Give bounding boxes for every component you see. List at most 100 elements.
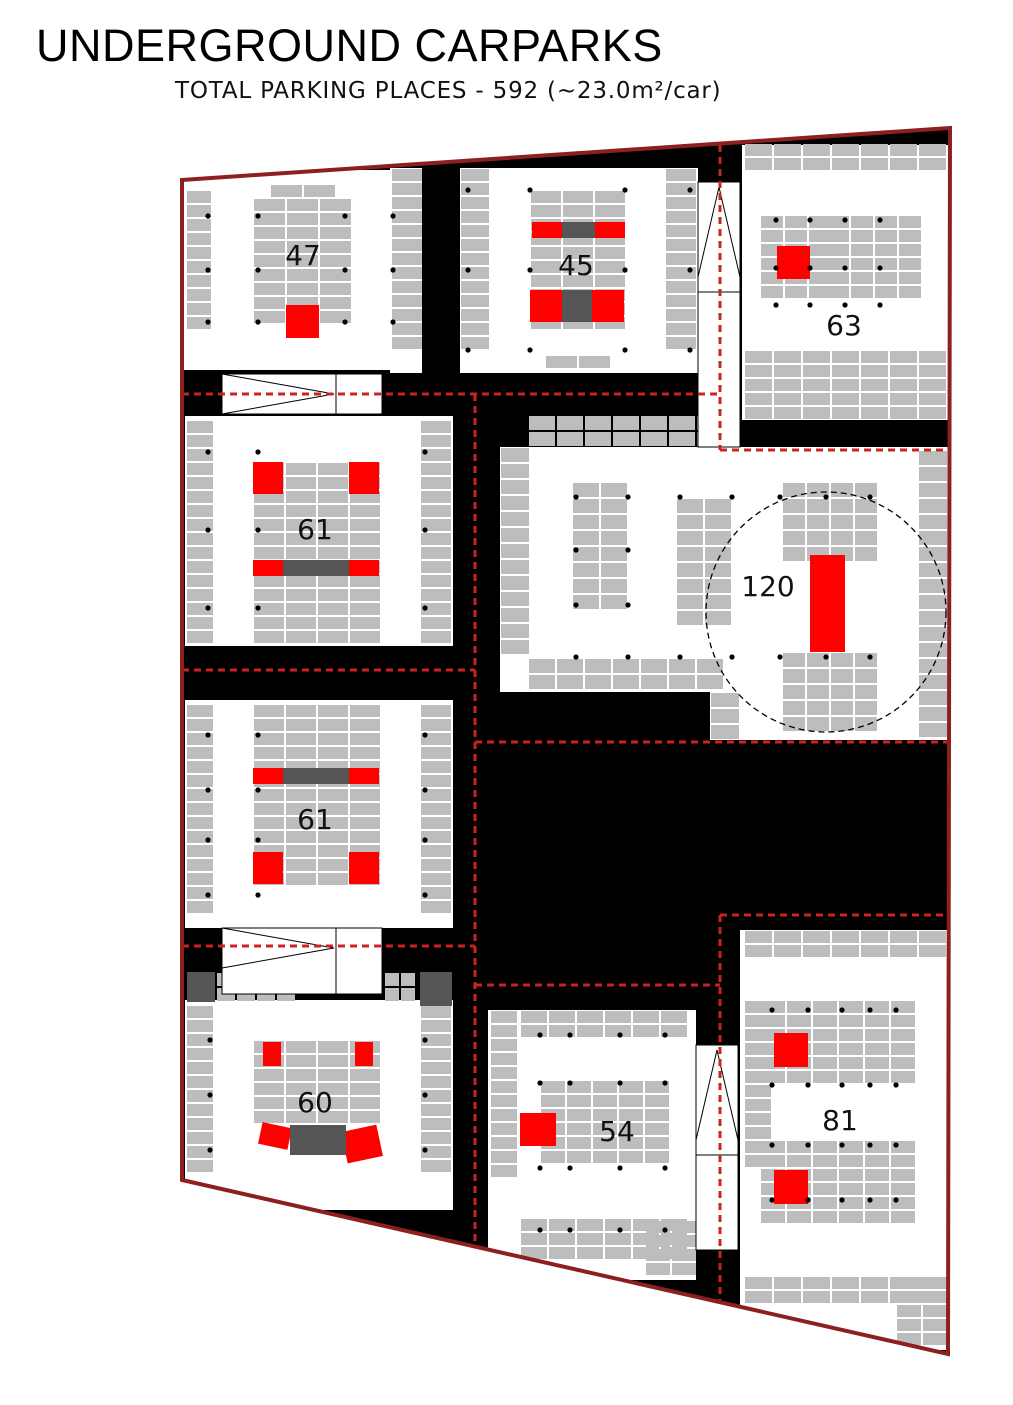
- parking-bay: [187, 1034, 213, 1046]
- parking-bay: [521, 1233, 547, 1245]
- parking-bay: [187, 533, 213, 545]
- parking-bay: [861, 365, 888, 377]
- parking-bay: [783, 547, 805, 561]
- parking-bay: [392, 309, 422, 321]
- parking-bay: [254, 817, 284, 829]
- column: [677, 654, 683, 660]
- parking-bay: [577, 1247, 603, 1259]
- core-dark: [187, 972, 215, 1002]
- parking-bay: [286, 1055, 316, 1067]
- parking-bay: [286, 803, 316, 815]
- parking-bay: [350, 817, 380, 829]
- parking-bay: [832, 393, 859, 405]
- column: [205, 605, 211, 611]
- parking-bay: [392, 253, 422, 265]
- parking-bay: [865, 1015, 889, 1027]
- parking-bay: [320, 199, 351, 211]
- parking-bay: [318, 1083, 348, 1095]
- parking-bay: [187, 617, 213, 629]
- parking-bay: [774, 379, 801, 391]
- parking-bay: [919, 659, 947, 673]
- parking-bay: [705, 579, 731, 593]
- parking-bay: [254, 631, 284, 643]
- parking-bay: [501, 624, 529, 638]
- parking-bay: [187, 589, 213, 601]
- column: [625, 494, 631, 500]
- parking-bay: [286, 845, 316, 857]
- parking-bay: [861, 1277, 888, 1289]
- parking-bay: [187, 761, 213, 773]
- carpark-capacity-d: 61: [297, 513, 333, 546]
- parking-bay: [286, 789, 316, 801]
- column: [422, 732, 428, 738]
- parking-bay: [677, 531, 703, 545]
- parking-bay: [705, 515, 731, 529]
- parking-bay: [705, 611, 731, 625]
- parking-bay: [573, 563, 599, 577]
- parking-bay: [890, 351, 917, 363]
- parking-bay: [254, 241, 285, 253]
- parking-bay: [745, 1085, 771, 1097]
- parking-bay: [891, 1029, 915, 1041]
- parking-bay: [385, 988, 399, 1001]
- column: [205, 892, 211, 898]
- parking-bay: [919, 643, 947, 657]
- parking-bay: [187, 1006, 213, 1018]
- parking-bay: [320, 241, 351, 253]
- parking-bay: [832, 1277, 859, 1289]
- parking-bay: [890, 931, 917, 943]
- parking-bay: [286, 603, 316, 615]
- parking-bay: [501, 480, 529, 494]
- parking-bay: [832, 365, 859, 377]
- parking-bay: [851, 286, 873, 298]
- parking-bay: [919, 531, 947, 545]
- parking-bay: [861, 931, 888, 943]
- column: [617, 1032, 623, 1038]
- parking-bay: [421, 761, 451, 773]
- parking-bay: [865, 1155, 889, 1167]
- parking-bay: [421, 1076, 451, 1088]
- parking-bay: [711, 725, 739, 739]
- parking-bay: [385, 973, 399, 986]
- parking-bay: [320, 283, 351, 295]
- parking-bay: [350, 831, 380, 843]
- column: [567, 1080, 573, 1086]
- parking-bay: [813, 1141, 837, 1153]
- parking-bay: [855, 701, 877, 715]
- parking-bay: [601, 515, 627, 529]
- parking-bay: [254, 733, 284, 745]
- parking-bay: [187, 631, 213, 643]
- column: [205, 267, 211, 273]
- parking-bay: [899, 230, 921, 242]
- parking-bay: [855, 669, 877, 683]
- parking-bay: [919, 627, 947, 641]
- parking-bay: [573, 595, 599, 609]
- parking-bay: [839, 1183, 863, 1195]
- parking-bay: [563, 261, 593, 273]
- parking-bay: [318, 705, 348, 717]
- parking-bay: [318, 1055, 348, 1067]
- parking-bay: [891, 1015, 915, 1027]
- parking-bay: [919, 611, 947, 625]
- parking-bay: [677, 499, 703, 513]
- column: [422, 837, 428, 843]
- parking-bay: [541, 1151, 565, 1163]
- parking-bay: [832, 379, 859, 391]
- parking-bay: [745, 158, 772, 170]
- parking-bay: [899, 286, 921, 298]
- parking-bay: [350, 617, 380, 629]
- parking-bay: [641, 432, 667, 446]
- parking-bay: [831, 483, 853, 497]
- parking-bay: [807, 483, 829, 497]
- parking-bay: [839, 1015, 863, 1027]
- parking-bay: [890, 379, 917, 391]
- core-red: [595, 222, 625, 238]
- column: [807, 265, 813, 271]
- parking-bay: [783, 499, 805, 513]
- parking-bay: [669, 432, 695, 446]
- parking-bay: [286, 463, 316, 475]
- parking-bay: [666, 309, 696, 321]
- parking-bay: [421, 435, 451, 447]
- parking-bay: [501, 448, 529, 462]
- parking-bay: [187, 719, 213, 731]
